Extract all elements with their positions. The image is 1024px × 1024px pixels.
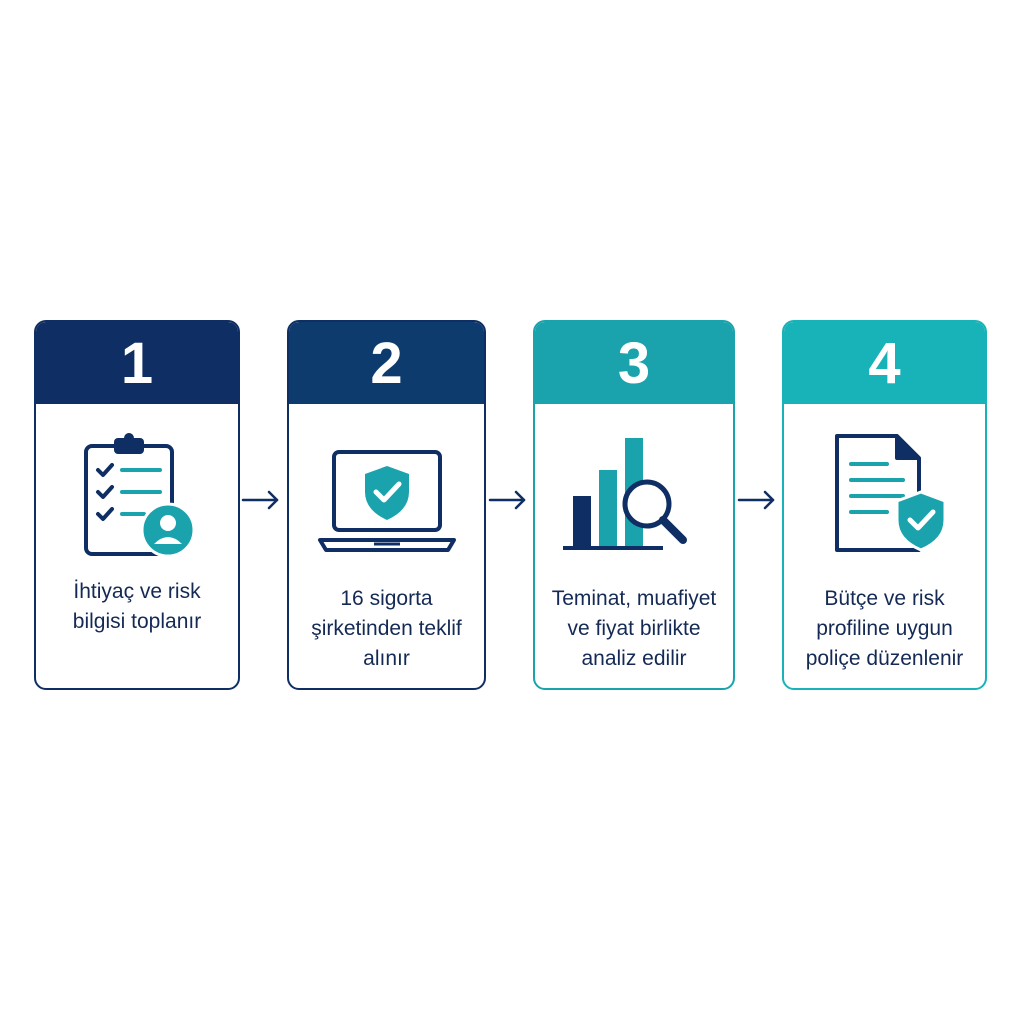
step-number: 3 bbox=[617, 330, 651, 396]
document-shield-check-icon bbox=[834, 434, 946, 552]
step-number-header: 4 bbox=[784, 322, 985, 404]
step-number-header: 2 bbox=[289, 322, 484, 404]
arrow-right-icon bbox=[737, 490, 775, 510]
step-number-header: 3 bbox=[535, 322, 733, 404]
step-number: 2 bbox=[370, 330, 403, 396]
step-number-header: 1 bbox=[36, 322, 238, 404]
step-card-1: 1 İhtiyaç ve risk bilgisi toplanır bbox=[34, 320, 240, 690]
step-card-2: 2 16 sigorta şirketinden teklif alınır bbox=[287, 320, 486, 690]
step-description: 16 sigorta şirketinden teklif alınır bbox=[311, 587, 462, 670]
laptop-shield-check-icon bbox=[317, 450, 456, 552]
step-description: Bütçe ve risk profiline uygun poliçe düz… bbox=[805, 587, 964, 670]
step-description: Teminat, muafiyet ve fiyat birlikte anal… bbox=[551, 587, 717, 670]
arrow-right-icon bbox=[488, 490, 526, 510]
step-card-4: 4 Bütçe ve risk profiline uygun poliçe d… bbox=[782, 320, 987, 690]
arrow-right-icon bbox=[241, 490, 279, 510]
clipboard-checklist-user-icon bbox=[84, 433, 196, 558]
step-number: 4 bbox=[868, 330, 901, 396]
bar-chart-magnifier-icon bbox=[563, 438, 687, 550]
step-description: İhtiyaç ve risk bilgisi toplanır bbox=[72, 580, 202, 633]
step-card-3: 3 Teminat, muafiyet ve fiyat birlikte an… bbox=[533, 320, 735, 690]
step-number: 1 bbox=[120, 330, 154, 396]
